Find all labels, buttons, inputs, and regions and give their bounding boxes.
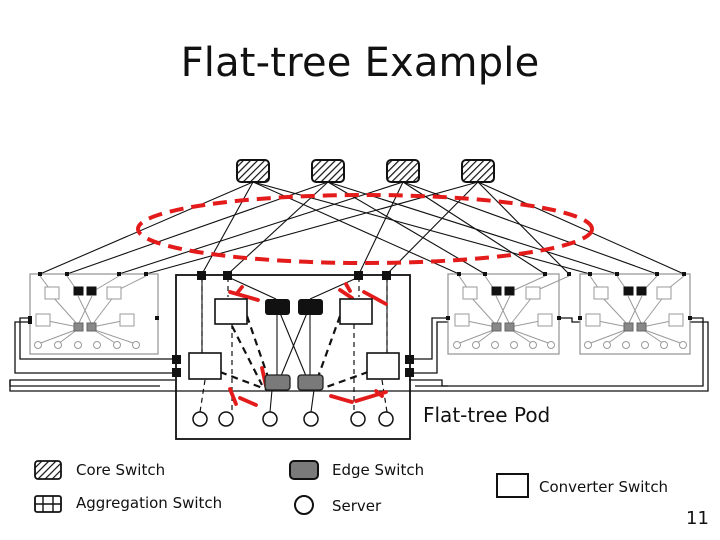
legend-server-icon [294, 495, 314, 515]
ring-cables [9, 317, 709, 392]
legend-icons [34, 460, 529, 515]
legend-converter-switch-label: Converter Switch [539, 478, 669, 496]
small-pod-left [29, 273, 159, 355]
aggregation-switch-1 [265, 299, 290, 315]
legend-core-switch-label: Core Switch [76, 461, 166, 479]
core-switch-4 [461, 159, 495, 183]
core-switch-1 [236, 159, 270, 183]
legend-core-switch-icon [34, 460, 62, 480]
page-number: 11 [686, 508, 709, 529]
small-pod-right [579, 273, 691, 355]
converter-switch-top-right [339, 298, 373, 325]
legend-aggregation-switch-icon [34, 495, 62, 513]
server-5 [350, 411, 366, 427]
aggregation-switch-2 [298, 299, 323, 315]
flat-tree-pod [172, 271, 414, 440]
server-2 [218, 411, 234, 427]
slide-title: Flat-tree Example [180, 40, 540, 86]
server-4 [303, 411, 319, 427]
core-layer-highlight [136, 193, 594, 265]
server-1 [192, 411, 208, 427]
core-switch-2 [311, 159, 345, 183]
converter-switch-right [366, 352, 400, 380]
small-pod-ports [28, 272, 692, 324]
legend-server-label: Server [332, 497, 382, 515]
converter-switch-top-left [214, 298, 248, 325]
legend-converter-switch-icon [496, 473, 529, 498]
edge-switch-2 [297, 374, 324, 391]
core-switches [236, 159, 495, 183]
legend-aggregation-switch-label: Aggregation Switch [76, 494, 223, 512]
server-6 [378, 411, 394, 427]
edge-switch-1 [264, 374, 291, 391]
legend-edge-switch-icon [289, 460, 319, 480]
server-3 [262, 411, 278, 427]
converter-switch-left [188, 352, 222, 380]
small-pod-middle [447, 273, 570, 355]
legend-edge-switch-label: Edge Switch [332, 461, 425, 479]
flat-tree-pod-label: Flat-tree Pod [423, 403, 551, 427]
core-switch-3 [386, 159, 420, 183]
